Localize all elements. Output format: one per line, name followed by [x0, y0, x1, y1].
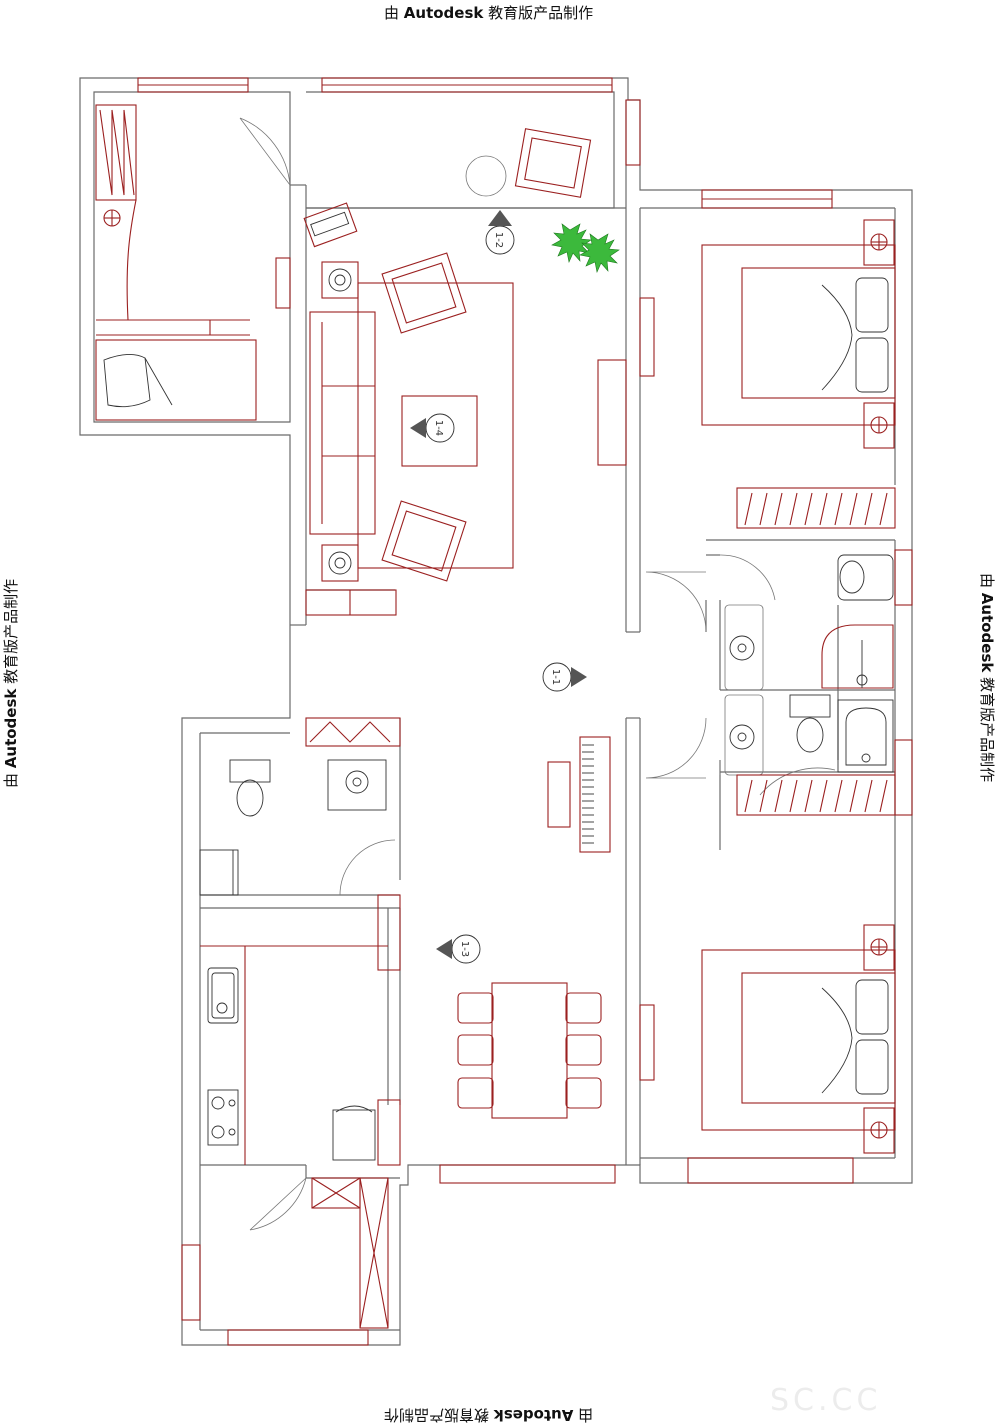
kitchen-sink: [207, 967, 239, 1024]
washing-machine: [199, 849, 239, 896]
stamp-suffix: 教育版产品制作: [488, 4, 594, 22]
armchair-bottom: [381, 500, 467, 582]
watermark-text: SC.CC: [770, 1383, 882, 1418]
watermark-logo: SC.CC: [770, 1383, 975, 1419]
sofa: [309, 311, 376, 535]
vanity-top: [724, 604, 764, 691]
study-bed: [95, 339, 257, 421]
windows: [137, 77, 913, 1346]
bathtub: [837, 699, 894, 773]
inner-walls: [199, 100, 896, 1331]
balcony: [465, 128, 620, 273]
gas-stove: [207, 1089, 239, 1146]
piano-bench: [547, 761, 571, 828]
dining-area: [457, 736, 611, 1119]
doors: [239, 117, 836, 1231]
svg-text:1-2: 1-2: [493, 232, 504, 248]
bathroom-top: [724, 554, 894, 691]
stamp-prefix: 由: [384, 4, 400, 22]
living-room: [303, 202, 514, 616]
lamp-table-bottom: [321, 544, 359, 582]
wc-cabinet: [305, 717, 401, 747]
guest-wc: [199, 717, 401, 896]
wc-basin: [327, 759, 387, 811]
bed-top: [741, 267, 896, 399]
autodesk-stamp-top: 由 Autodesk 教育版产品制作: [384, 2, 593, 23]
wardrobe-bottom: [736, 774, 896, 816]
vanity-bottom: [724, 694, 764, 776]
bed-bottom: [741, 972, 896, 1104]
bedroom-bottom: [701, 774, 896, 1154]
lamp-table-top: [321, 261, 359, 299]
marker-1-1: 1-1: [542, 662, 587, 692]
dining-table: [491, 982, 568, 1119]
coffee-table: [401, 395, 478, 467]
wc-toilet: [229, 759, 271, 783]
svg-text:1-3: 1-3: [459, 941, 470, 957]
kitchen-counter: [200, 945, 388, 1165]
section-markers: 1-1 1-2 1-3 1-4: [410, 210, 587, 964]
marker-1-2: 1-2: [485, 210, 515, 255]
side-cabinet: [303, 202, 358, 248]
study-bookshelf: [95, 104, 137, 201]
armchair-top: [381, 252, 467, 334]
piano: [579, 736, 611, 853]
potted-plant: [551, 223, 620, 273]
kitchen-balcony: [311, 1177, 389, 1329]
toilet-bottom-tank: [789, 694, 831, 718]
tv-cabinet: [305, 589, 397, 616]
bedroom-top: [701, 219, 896, 529]
study-pillow: [103, 354, 151, 408]
shower-tray: [821, 624, 894, 689]
wardrobe-top: [736, 487, 896, 529]
lounge-chair: [514, 128, 592, 198]
svg-text:1-4: 1-4: [433, 420, 444, 436]
dining-chair: [457, 992, 494, 1024]
nightstand-top: [863, 219, 895, 266]
refrigerator: [332, 1109, 376, 1161]
kitchen: [200, 945, 388, 1165]
bathroom-bottom: [724, 694, 894, 776]
living-rug: [357, 282, 514, 569]
marker-1-3: 1-3: [436, 934, 481, 964]
marker-1-4: 1-4: [410, 413, 455, 443]
stamp-brand: Autodesk: [403, 4, 484, 22]
study-room: [95, 104, 257, 421]
toilet-top: [837, 554, 894, 601]
svg-text:1-1: 1-1: [550, 669, 561, 685]
